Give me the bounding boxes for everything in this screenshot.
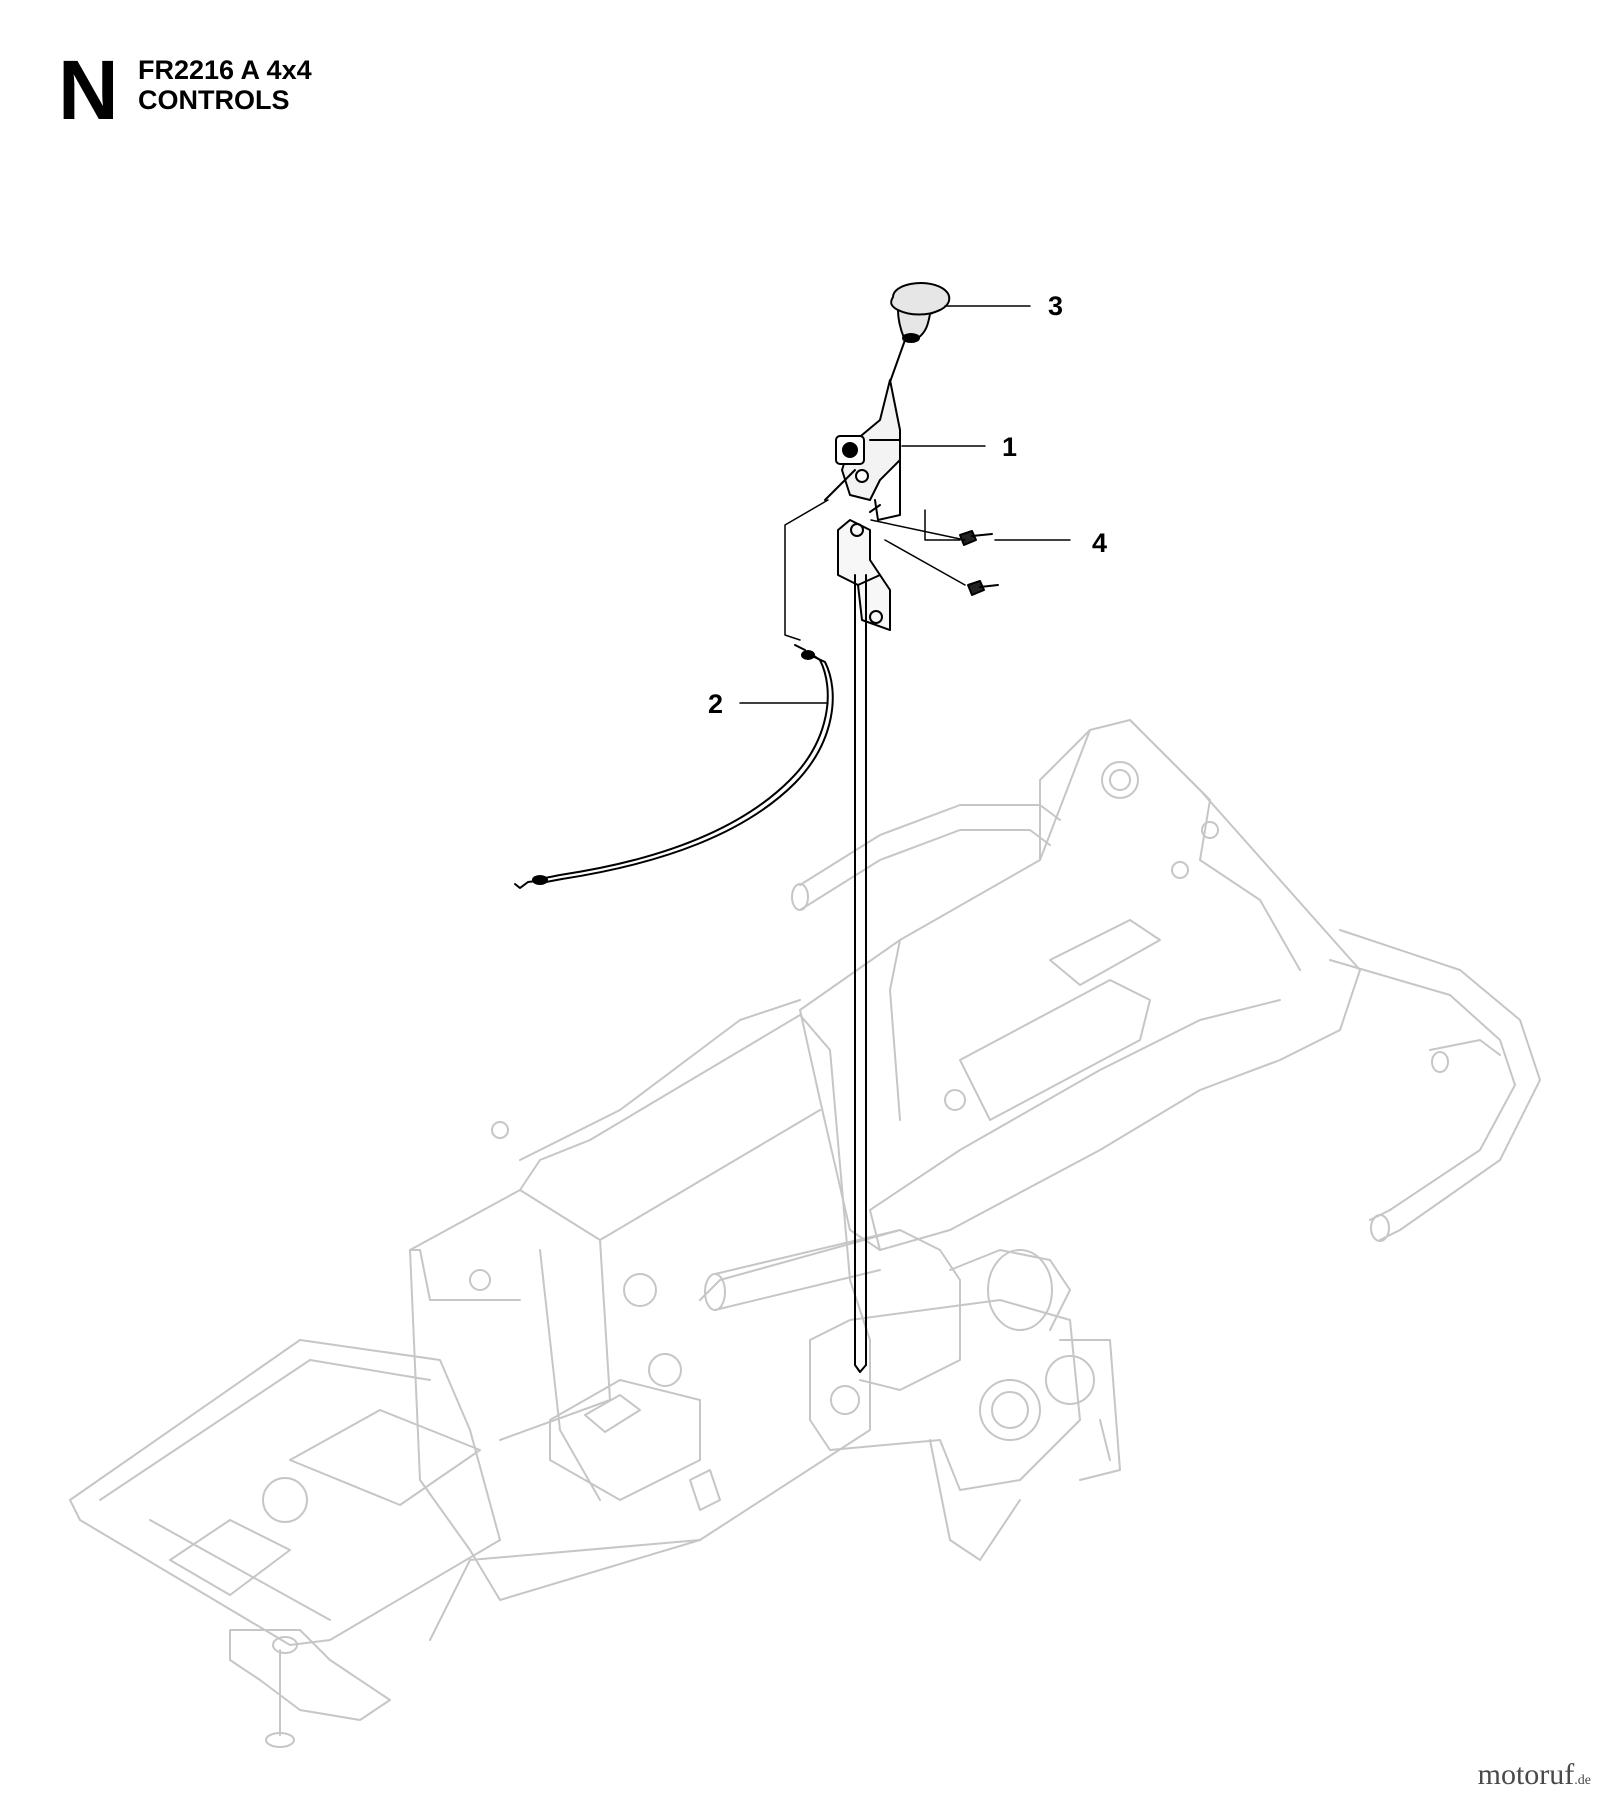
watermark-text: motoruf	[1477, 1758, 1575, 1791]
mounting-bracket	[837, 519, 891, 631]
callout-1: 1	[1002, 432, 1017, 462]
control-rod	[854, 574, 867, 1373]
section-letter: N	[58, 43, 119, 137]
callout-3: 3	[1048, 291, 1063, 321]
diagram-title: CONTROLS	[138, 85, 290, 115]
watermark-suffix: .de	[1574, 1773, 1591, 1788]
callout-2: 2	[708, 689, 723, 719]
lever-shaft	[889, 339, 906, 383]
watermark: motoruf.de	[1478, 1758, 1591, 1792]
throttle-cable-part	[514, 644, 834, 889]
bolt-upper	[959, 530, 993, 546]
throttle-control-part	[824, 379, 901, 521]
tractor-frame	[69, 719, 1541, 1748]
assembly-lines	[784, 499, 966, 641]
model-name: FR2216 A 4x4	[138, 55, 312, 85]
callout-4: 4	[1092, 528, 1107, 558]
lever-knob-part	[890, 282, 951, 343]
bolt-lower	[967, 580, 999, 596]
